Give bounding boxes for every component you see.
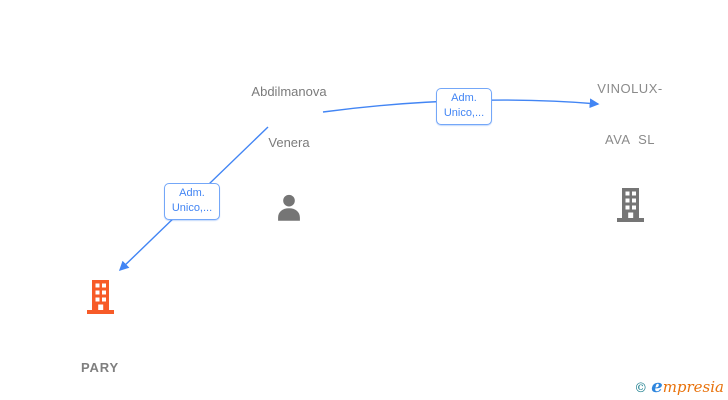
edge-label-adm-unico-pary[interactable]: Adm. Unico,... xyxy=(164,183,220,220)
pary-name-label: PARY HATS SL xyxy=(68,325,133,400)
edge-label-adm-unico-vinolux[interactable]: Adm. Unico,... xyxy=(436,88,492,125)
node-company-pary-hats-sl[interactable]: PARY HATS SL xyxy=(27,279,173,400)
empresia-logo-e: e xyxy=(651,376,663,397)
vinolux-name-line2: AVA SL xyxy=(605,132,655,147)
person-icon xyxy=(272,190,306,231)
edge2-label-line2: Unico,... xyxy=(171,202,213,214)
person-name-line1: Abdilmanova xyxy=(251,84,327,99)
empresia-logo[interactable]: © e mpresia xyxy=(634,376,724,397)
vinolux-name-label: VINOLUX- AVA SL xyxy=(597,46,662,182)
empresia-logo-text: mpresia xyxy=(662,378,724,396)
node-company-vinolux-ava-sl[interactable]: VINOLUX- AVA SL xyxy=(559,46,701,227)
edge1-label-line1: Adm. xyxy=(451,92,477,104)
copyright-icon: © xyxy=(634,381,648,396)
edge1-label-line2: Unico,... xyxy=(443,107,485,119)
node-person-abdilmanova-venera[interactable]: Abdilmanova Venera xyxy=(218,49,360,231)
building-icon-orange xyxy=(84,279,116,320)
edge2-label-line1: Adm. xyxy=(179,187,205,199)
person-name-label: Abdilmanova Venera xyxy=(251,49,326,185)
pary-name-line1: PARY xyxy=(81,360,119,375)
building-icon-gray xyxy=(614,188,646,227)
person-name-line2: Venera xyxy=(268,135,310,150)
vinolux-name-line1: VINOLUX- xyxy=(597,81,663,96)
